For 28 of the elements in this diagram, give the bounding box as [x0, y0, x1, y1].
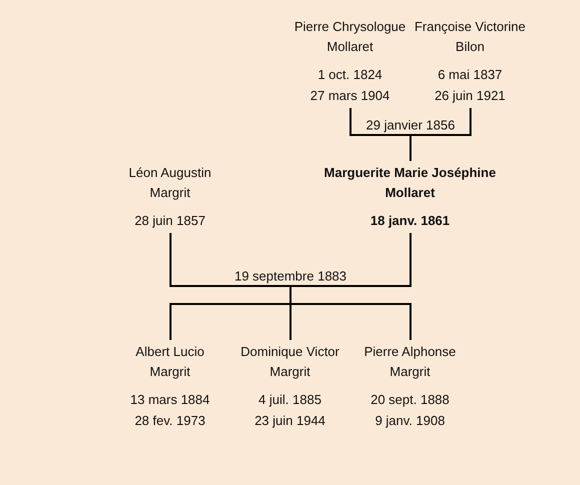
life-date: 20 sept. 1888 — [370, 391, 450, 409]
life-date: 9 janv. 1908 — [374, 412, 446, 430]
life-date: 27 mars 1904 — [309, 87, 391, 105]
life-date: 4 juil. 1885 — [258, 391, 322, 409]
connector-line — [410, 108, 472, 136]
life-date: 6 mai 1837 — [436, 66, 504, 84]
life-date: 28 fev. 1973 — [134, 412, 206, 430]
connector-line — [350, 108, 410, 136]
life-date: 18 janv. 1861 — [369, 212, 451, 230]
person-name: Albert Lucio Margrit — [134, 343, 206, 381]
person-name: Léon Augustin Margrit — [128, 164, 212, 202]
connector-line — [290, 233, 412, 287]
connector-line — [290, 286, 292, 304]
connector-line — [410, 135, 412, 161]
connector-line — [170, 233, 290, 287]
connector-line — [290, 303, 412, 340]
life-date: 28 juin 1857 — [134, 212, 206, 230]
person-name: Pierre Chrysologue Mollaret — [294, 18, 406, 56]
person-name: Françoise Victorine Bilon — [414, 18, 526, 56]
person-name: Marguerite Marie Joséphine Mollaret — [324, 164, 496, 202]
person-name: Dominique Victor Margrit — [240, 343, 340, 381]
connector-line — [170, 303, 290, 340]
connector-line — [290, 304, 292, 340]
life-date: 23 juin 1944 — [254, 412, 326, 430]
life-date: 1 oct. 1824 — [316, 66, 384, 84]
life-date: 26 juin 1921 — [434, 87, 506, 105]
life-date: 13 mars 1884 — [130, 391, 210, 409]
person-name: Pierre Alphonse Margrit — [364, 343, 456, 381]
